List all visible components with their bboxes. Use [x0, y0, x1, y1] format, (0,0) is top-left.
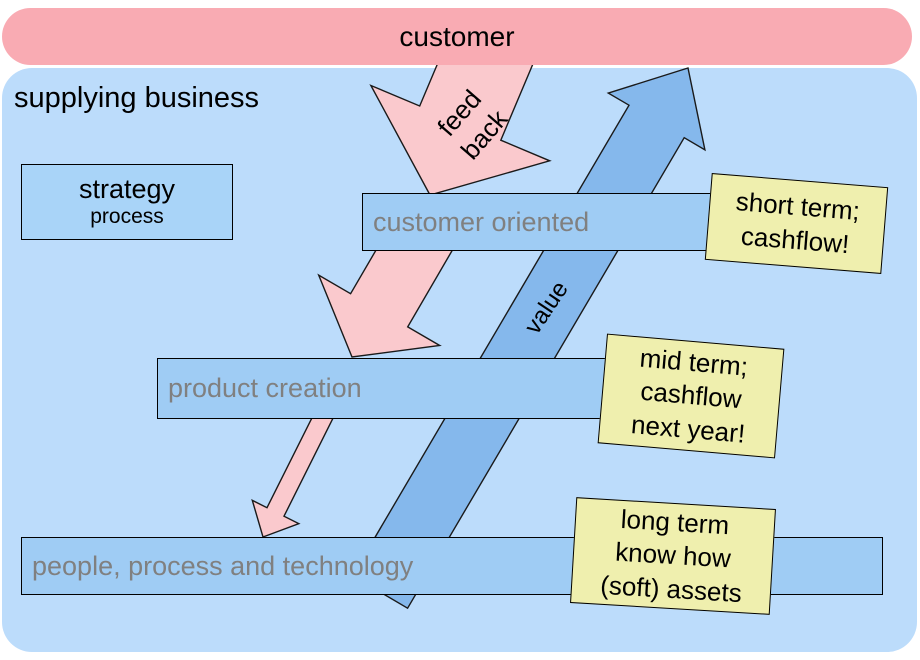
strategy-box-subtitle: process: [90, 205, 164, 229]
customer-band-label: customer: [399, 20, 515, 52]
strategy-process-box: strategy process: [21, 164, 233, 240]
bar-product-creation-label: product creation: [168, 373, 362, 403]
customer-band: customer: [2, 8, 912, 65]
note-long-term: long term know how (soft) assets: [570, 497, 776, 615]
feedback-arrow-bottom: [251, 395, 341, 538]
bar-customer-oriented-label: customer oriented: [373, 206, 590, 237]
note-long-term-line3: (soft) assets: [599, 569, 743, 608]
bar-customer-oriented: customer oriented: [362, 193, 715, 251]
bar-people-process-technology-label: people, process and technology: [32, 550, 414, 581]
bar-product-creation: product creation: [157, 358, 640, 419]
strategy-box-title: strategy: [78, 173, 176, 204]
note-short-term: short term; cashflow!: [704, 173, 889, 274]
supplying-business-label: supplying business: [14, 82, 260, 114]
note-mid-term: mid term; cashflow next year!: [597, 333, 785, 459]
